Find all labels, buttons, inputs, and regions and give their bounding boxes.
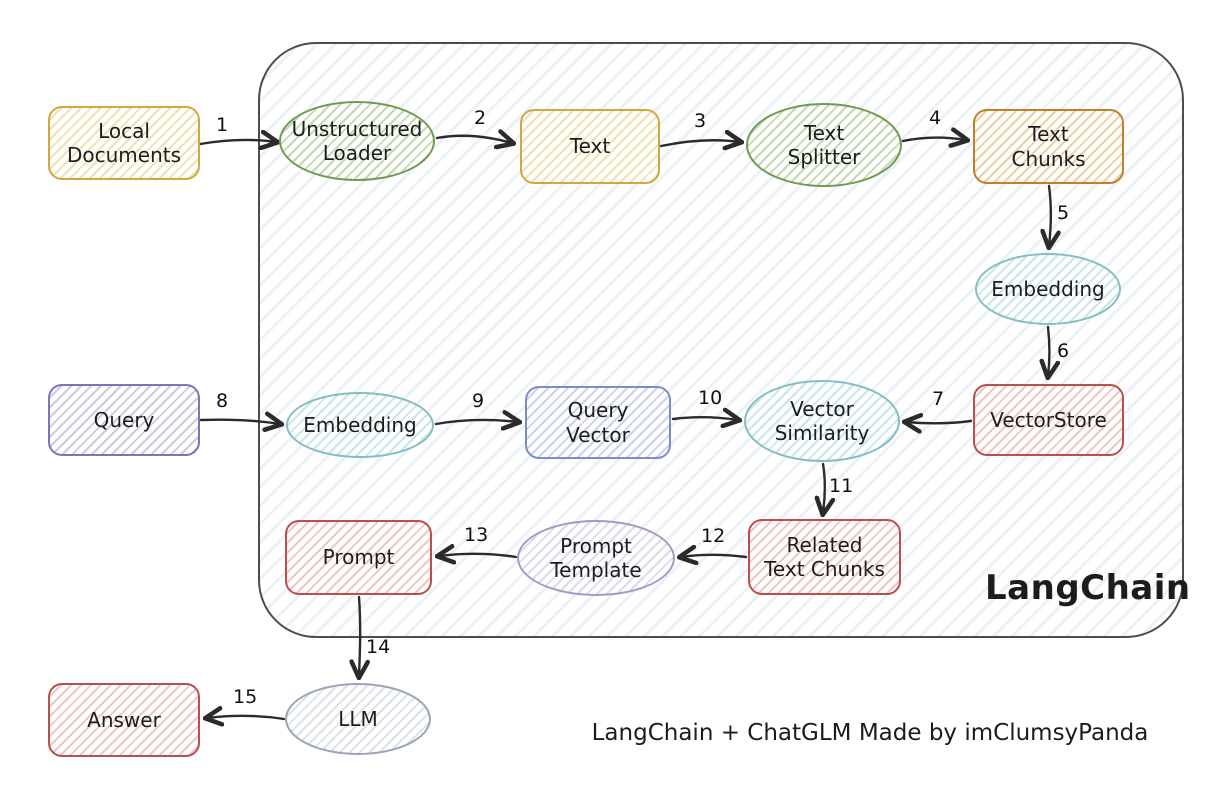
edge-label-13: 13 bbox=[464, 524, 489, 546]
node-prompt: Prompt bbox=[285, 520, 432, 595]
edge-label-12: 12 bbox=[701, 525, 726, 547]
edge-label-7: 7 bbox=[932, 388, 945, 410]
node-text-splitter: Text Splitter bbox=[746, 103, 902, 187]
edge-label-1: 1 bbox=[216, 114, 229, 136]
node-answer-label: Answer bbox=[87, 707, 161, 732]
node-related-text-chunks: Related Text Chunks bbox=[748, 519, 901, 595]
node-vector-similarity: Vector Similarity bbox=[744, 380, 900, 462]
node-embedding-store: Embedding bbox=[975, 253, 1121, 325]
edge-label-15: 15 bbox=[233, 686, 258, 708]
node-query-vector-label: Query Vector bbox=[566, 398, 630, 447]
node-local-documents: Local Documents bbox=[48, 106, 200, 180]
diagram-caption: LangChain + ChatGLM Made by imClumsyPand… bbox=[591, 720, 1149, 746]
node-embedding-query-label: Embedding bbox=[303, 412, 417, 437]
edge-label-6: 6 bbox=[1057, 340, 1070, 362]
node-local-documents-label: Local Documents bbox=[66, 118, 182, 167]
node-text-chunks: Text Chunks bbox=[973, 109, 1124, 184]
node-embedding-store-label: Embedding bbox=[991, 276, 1105, 301]
node-text-label: Text bbox=[569, 134, 611, 159]
edge-label-8: 8 bbox=[216, 390, 229, 412]
node-prompt-template: Prompt Template bbox=[517, 520, 675, 596]
node-unstructured-loader-label: Unstructured Loader bbox=[291, 116, 423, 165]
node-text-splitter-label: Text Splitter bbox=[787, 120, 861, 169]
node-text: Text bbox=[520, 109, 660, 184]
edge-label-3: 3 bbox=[694, 110, 707, 132]
node-answer: Answer bbox=[48, 683, 200, 757]
node-llm-label: LLM bbox=[338, 706, 378, 731]
node-query: Query bbox=[48, 384, 200, 456]
edge-label-5: 5 bbox=[1057, 202, 1070, 224]
node-unstructured-loader: Unstructured Loader bbox=[279, 101, 435, 181]
edge-label-14: 14 bbox=[366, 636, 391, 658]
node-vectorstore-label: VectorStore bbox=[990, 407, 1107, 432]
node-prompt-template-label: Prompt Template bbox=[550, 533, 642, 582]
edge-label-4: 4 bbox=[929, 107, 942, 129]
node-text-chunks-label: Text Chunks bbox=[1011, 122, 1086, 171]
node-embedding-query: Embedding bbox=[286, 392, 434, 458]
node-prompt-label: Prompt bbox=[322, 545, 395, 570]
node-vectorstore: VectorStore bbox=[973, 384, 1124, 456]
node-query-label: Query bbox=[93, 407, 155, 432]
langchain-brand-label: LangChain bbox=[985, 568, 1191, 608]
node-related-text-chunks-label: Related Text Chunks bbox=[764, 532, 885, 581]
edge-label-9: 9 bbox=[472, 390, 485, 412]
edge-label-2: 2 bbox=[474, 107, 487, 129]
node-llm: LLM bbox=[285, 683, 431, 755]
node-query-vector: Query Vector bbox=[525, 386, 671, 459]
edge-label-10: 10 bbox=[698, 387, 723, 409]
node-vector-similarity-label: Vector Similarity bbox=[774, 396, 870, 445]
edge-15 bbox=[207, 716, 286, 719]
edge-label-11: 11 bbox=[829, 475, 854, 497]
